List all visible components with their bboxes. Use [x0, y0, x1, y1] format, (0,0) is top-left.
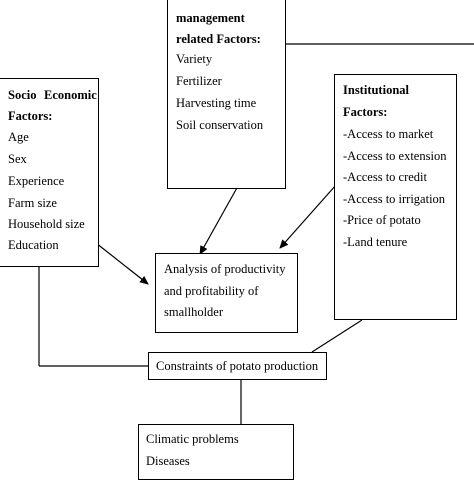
management-item-soil-conservation: Soil conservation [176, 118, 264, 132]
socio-heading-line2: Factors: [8, 109, 53, 123]
management-to-analysis-arrow [199, 185, 239, 255]
management-item-fertilizer: Fertilizer [176, 74, 222, 88]
analysis-box [155, 253, 298, 333]
management-item-variety: Variety [176, 52, 213, 66]
socio-economic-factors-box [0, 78, 99, 267]
problems-item-climatic: Climatic problems [146, 432, 239, 446]
analysis-line-2: and profitability of [164, 284, 259, 298]
problems-item-diseases: Diseases [146, 454, 190, 468]
institutional-heading-line2: Factors: [343, 105, 388, 119]
institutional-to-constraints-line [311, 319, 363, 353]
socio-item-education: Education [8, 238, 59, 252]
constraints-label: Constraints of potato production [156, 359, 319, 373]
institutional-item-market: -Access to market [343, 127, 434, 141]
analysis-line-3: smallholder [164, 305, 224, 319]
socio-item-experience: Experience [8, 174, 65, 188]
institutional-item-land-tenure: -Land tenure [343, 235, 408, 249]
management-heading-line1: management [176, 11, 245, 25]
institutional-item-irrigation: -Access to irrigation [343, 192, 446, 206]
socio-heading-word2: Economic [44, 88, 97, 102]
institutional-factors-box [334, 74, 457, 320]
socio-heading-word1: Socio [8, 88, 37, 102]
institutional-heading-line1: Institutional [343, 83, 409, 97]
socio-item-farm-size: Farm size [8, 196, 57, 210]
institutional-item-price: -Price of potato [343, 213, 421, 227]
constraints-box [148, 352, 327, 380]
institutional-item-credit: -Access to credit [343, 170, 427, 184]
management-heading-line2: related Factors: [176, 32, 261, 46]
management-item-harvesting-time: Harvesting time [176, 96, 257, 110]
management-factors-box [167, 0, 286, 189]
socio-item-household-size: Household size [8, 217, 85, 231]
analysis-line-1: Analysis of productivity [164, 262, 286, 276]
socio-to-analysis-arrow [95, 242, 149, 285]
socio-item-age: Age [8, 130, 29, 144]
socio-item-sex: Sex [8, 152, 27, 166]
institutional-to-analysis-arrow [279, 184, 337, 249]
institutional-item-extension: -Access to extension [343, 149, 447, 163]
